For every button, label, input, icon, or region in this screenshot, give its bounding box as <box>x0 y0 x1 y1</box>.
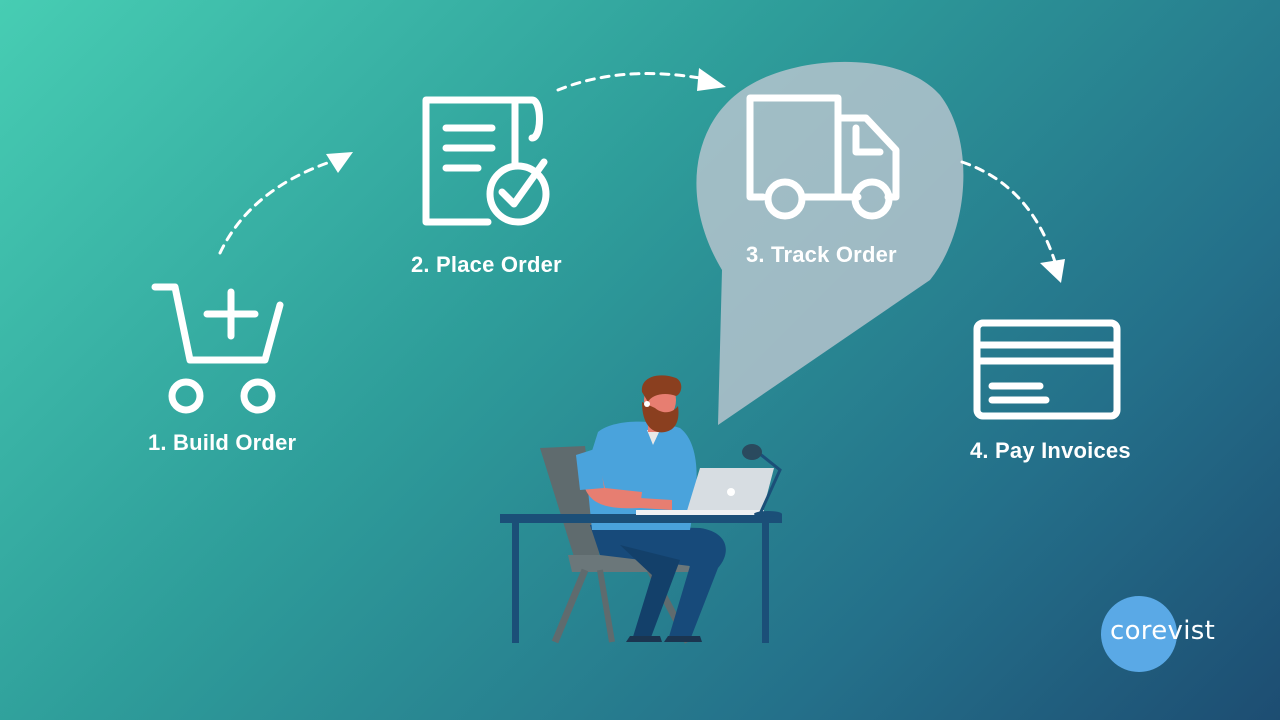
arrow-head-2 <box>697 68 726 91</box>
desk-leg-left <box>512 523 519 643</box>
document-check-icon <box>422 96 550 226</box>
step-1-label: 1. Build Order <box>148 430 297 455</box>
brand-logo-circle <box>1101 596 1177 672</box>
step-2-label: 2. Place Order <box>411 252 562 277</box>
desk-top <box>500 514 782 523</box>
delivery-truck-icon <box>746 94 900 220</box>
beard <box>642 402 679 433</box>
arrow-step3-to-step4 <box>960 160 1057 264</box>
desk-leg-right <box>762 523 769 643</box>
shopping-cart-plus-icon <box>151 283 284 414</box>
arrow-head-1 <box>326 152 353 173</box>
arrow-step2-to-step3 <box>556 72 702 92</box>
credit-card-icon <box>973 319 1121 420</box>
arrow-heads <box>326 68 1065 283</box>
brand-logo-text: corevist <box>1110 616 1216 646</box>
step-4-label: 4. Pay Invoices <box>970 438 1131 463</box>
arrow-step1-to-step2 <box>218 160 332 255</box>
hair <box>641 375 682 402</box>
desk-lamp <box>754 448 782 515</box>
flow-arrows <box>218 72 1057 264</box>
arrow-head-3 <box>1040 259 1065 283</box>
step-3-label: 3. Track Order <box>746 242 897 267</box>
person-at-desk-illustration <box>500 375 782 644</box>
